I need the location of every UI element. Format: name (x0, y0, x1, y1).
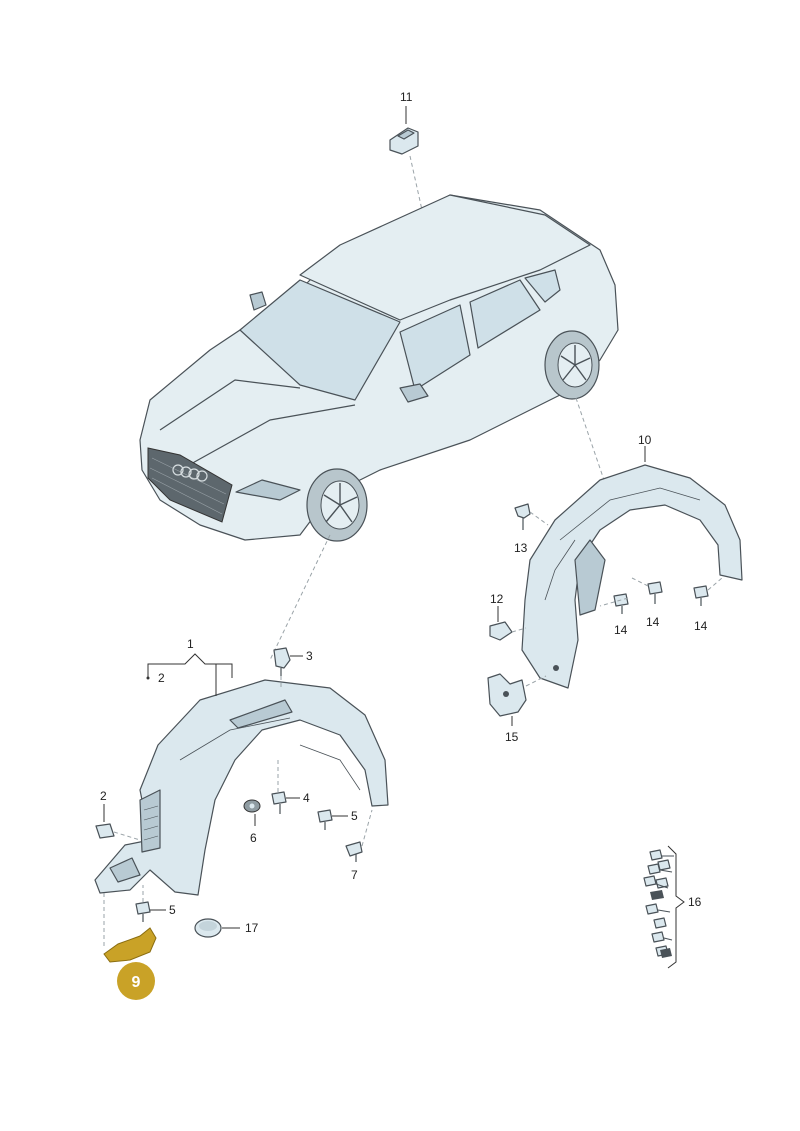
leader-1-bracket (147, 653, 233, 678)
part-2-nut-clip[interactable] (95, 823, 115, 839)
callout-13: 13 (514, 541, 528, 555)
part-5-screw-a[interactable] (317, 809, 333, 830)
part-14-screw-b[interactable] (647, 581, 663, 604)
part-14-screw-c[interactable] (693, 585, 709, 606)
part-10-rear-wheel-liner[interactable] (521, 464, 743, 689)
dash-14b (631, 577, 649, 587)
part-4-screw[interactable] (271, 791, 287, 814)
part-1-front-wheel-liner[interactable] (94, 679, 389, 896)
part-3-clip[interactable] (273, 647, 291, 676)
leader-16-bracket (667, 845, 685, 969)
part-11-sensor[interactable] (389, 127, 419, 155)
part-16-fastener-kit[interactable] (643, 849, 674, 958)
part-14-screw-a[interactable] (613, 593, 629, 614)
callout-9-badge[interactable]: 9 (117, 962, 155, 1000)
dash-7 (361, 809, 373, 847)
dash-12 (511, 627, 527, 633)
callout-11: 11 (400, 90, 413, 104)
dash-front-liner (269, 534, 331, 661)
callout-10: 10 (638, 433, 652, 447)
callout-5b: 5 (169, 903, 176, 917)
callout-1: 1 (187, 637, 194, 651)
callout-5a: 5 (351, 809, 358, 823)
callout-14b: 14 (646, 615, 660, 629)
callout-12: 12 (490, 592, 504, 606)
part-17-cap[interactable] (194, 918, 222, 938)
callout-3: 3 (306, 649, 313, 663)
callout-9: 9 (132, 974, 141, 991)
part-13-clip[interactable] (514, 503, 531, 530)
dash-15 (525, 675, 547, 687)
dash-13 (529, 511, 549, 526)
part-7-clip[interactable] (345, 841, 363, 862)
part-9-bracket[interactable] (103, 927, 157, 963)
dash-rear-liner (575, 397, 605, 481)
callout-4: 4 (303, 791, 310, 805)
callout-14a: 14 (614, 623, 628, 637)
callout-14c: 14 (694, 619, 708, 633)
dash-2b (113, 831, 141, 841)
callout-7: 7 (351, 868, 358, 882)
callout-2b: 2 (100, 789, 107, 803)
callout-15: 15 (505, 730, 519, 744)
car-illustration (139, 194, 619, 542)
dash-14a (599, 597, 629, 607)
callout-16: 16 (688, 895, 702, 909)
callout-2a: 2 (158, 671, 165, 685)
part-6-nut[interactable] (243, 799, 261, 813)
callout-17: 17 (245, 921, 259, 935)
part-15-bracket[interactable] (487, 673, 527, 717)
leader-2-dot (146, 676, 150, 680)
part-12-clip[interactable] (489, 621, 513, 641)
part-5-screw-b[interactable] (135, 901, 151, 922)
callout-6: 6 (250, 831, 257, 845)
dash-14c (707, 577, 723, 591)
